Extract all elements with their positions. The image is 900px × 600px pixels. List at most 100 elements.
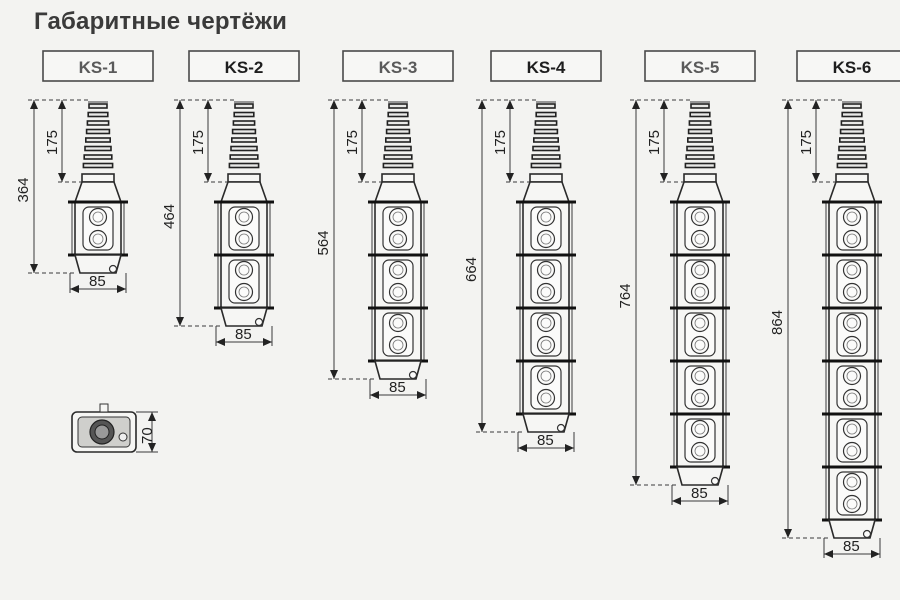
- push-button-ring: [694, 445, 706, 457]
- push-button-ring: [392, 286, 404, 298]
- gland-rib: [684, 162, 716, 169]
- push-button: [388, 282, 408, 302]
- push-button-ring: [694, 233, 706, 245]
- dim-cable-height: 175: [344, 130, 361, 155]
- push-button-ring: [846, 264, 858, 276]
- dim-width: 85: [537, 432, 554, 449]
- push-button: [234, 260, 254, 280]
- gland-rib: [838, 145, 866, 152]
- dim-arrow: [478, 100, 486, 109]
- push-button: [842, 419, 862, 439]
- push-button: [690, 207, 710, 227]
- gland-neck: [81, 173, 115, 183]
- push-button: [842, 335, 862, 355]
- gland-neck: [381, 173, 415, 183]
- dim-arrow: [176, 317, 184, 326]
- dim-width: 85: [843, 538, 860, 555]
- dim-arrow: [506, 173, 514, 182]
- model-label-box: [188, 50, 300, 82]
- dim-top-view-depth: 70: [139, 427, 156, 444]
- top-view-screw: [118, 432, 128, 442]
- dim-arrow: [263, 338, 272, 346]
- dim-arrow: [70, 285, 79, 293]
- push-button: [88, 207, 108, 227]
- gland-rib: [531, 154, 561, 160]
- push-button-ring: [846, 286, 858, 298]
- push-button: [690, 441, 710, 461]
- dim-cable-height: 175: [44, 130, 61, 155]
- push-button: [388, 260, 408, 280]
- push-button: [536, 229, 556, 249]
- dim-arrow: [632, 100, 640, 109]
- push-button: [842, 260, 862, 280]
- push-button-ring: [846, 317, 858, 329]
- dim-arrow: [784, 529, 792, 538]
- bottom-eyelet: [254, 317, 264, 327]
- gland-rib: [85, 137, 112, 143]
- gland-rib: [386, 120, 410, 126]
- dim-width: 85: [389, 379, 406, 396]
- push-button-ring: [846, 370, 858, 382]
- gland-rib: [387, 111, 409, 118]
- dim-arrow: [824, 550, 833, 558]
- dim-arrow: [565, 444, 574, 452]
- dim-arrow: [871, 550, 880, 558]
- push-button: [690, 335, 710, 355]
- push-button-ring: [392, 264, 404, 276]
- gland-rib: [88, 103, 108, 109]
- push-button-ring: [694, 423, 706, 435]
- push-button: [690, 313, 710, 333]
- gland-rib: [530, 162, 562, 169]
- dim-arrow: [358, 100, 366, 109]
- gland-rib: [231, 128, 257, 135]
- gland-rib: [687, 128, 713, 135]
- push-button: [234, 282, 254, 302]
- push-button-ring: [846, 211, 858, 223]
- push-button: [842, 388, 862, 408]
- gland-neck: [683, 173, 717, 183]
- push-button: [842, 366, 862, 386]
- body-taper: [73, 181, 123, 203]
- bottom-eyelet: [710, 476, 720, 486]
- push-button-ring: [540, 392, 552, 404]
- push-button: [536, 335, 556, 355]
- push-button-ring: [238, 211, 250, 223]
- dim-arrow: [148, 412, 156, 421]
- dim-arrow: [204, 173, 212, 182]
- push-button-ring: [540, 339, 552, 351]
- dim-width: 85: [235, 326, 252, 343]
- gland-rib: [532, 145, 560, 152]
- gland-rib: [688, 120, 712, 126]
- model-label-box: [42, 50, 154, 82]
- bottom-eyelet: [108, 264, 118, 274]
- gland-neck: [529, 173, 563, 183]
- bottom-eyelet: [862, 529, 872, 539]
- model-label: KS-5: [681, 58, 720, 77]
- gland-rib: [533, 128, 559, 135]
- push-button-ring: [540, 317, 552, 329]
- push-button: [388, 335, 408, 355]
- gland-rib: [535, 111, 557, 118]
- gland-rib: [838, 137, 865, 143]
- gland-rib: [83, 154, 113, 160]
- gland-rib: [842, 103, 862, 109]
- gland-rib: [837, 154, 867, 160]
- gland-rib: [384, 145, 412, 152]
- dim-cable-height: 175: [646, 130, 663, 155]
- gland-rib: [840, 120, 864, 126]
- push-button: [842, 229, 862, 249]
- dim-total-height: 464: [161, 204, 178, 229]
- push-button-ring: [694, 392, 706, 404]
- push-button: [234, 207, 254, 227]
- gland-rib: [82, 162, 114, 169]
- dim-arrow: [358, 173, 366, 182]
- gland-rib: [689, 111, 711, 118]
- push-button-ring: [846, 476, 858, 488]
- model-label: KS-2: [225, 58, 264, 77]
